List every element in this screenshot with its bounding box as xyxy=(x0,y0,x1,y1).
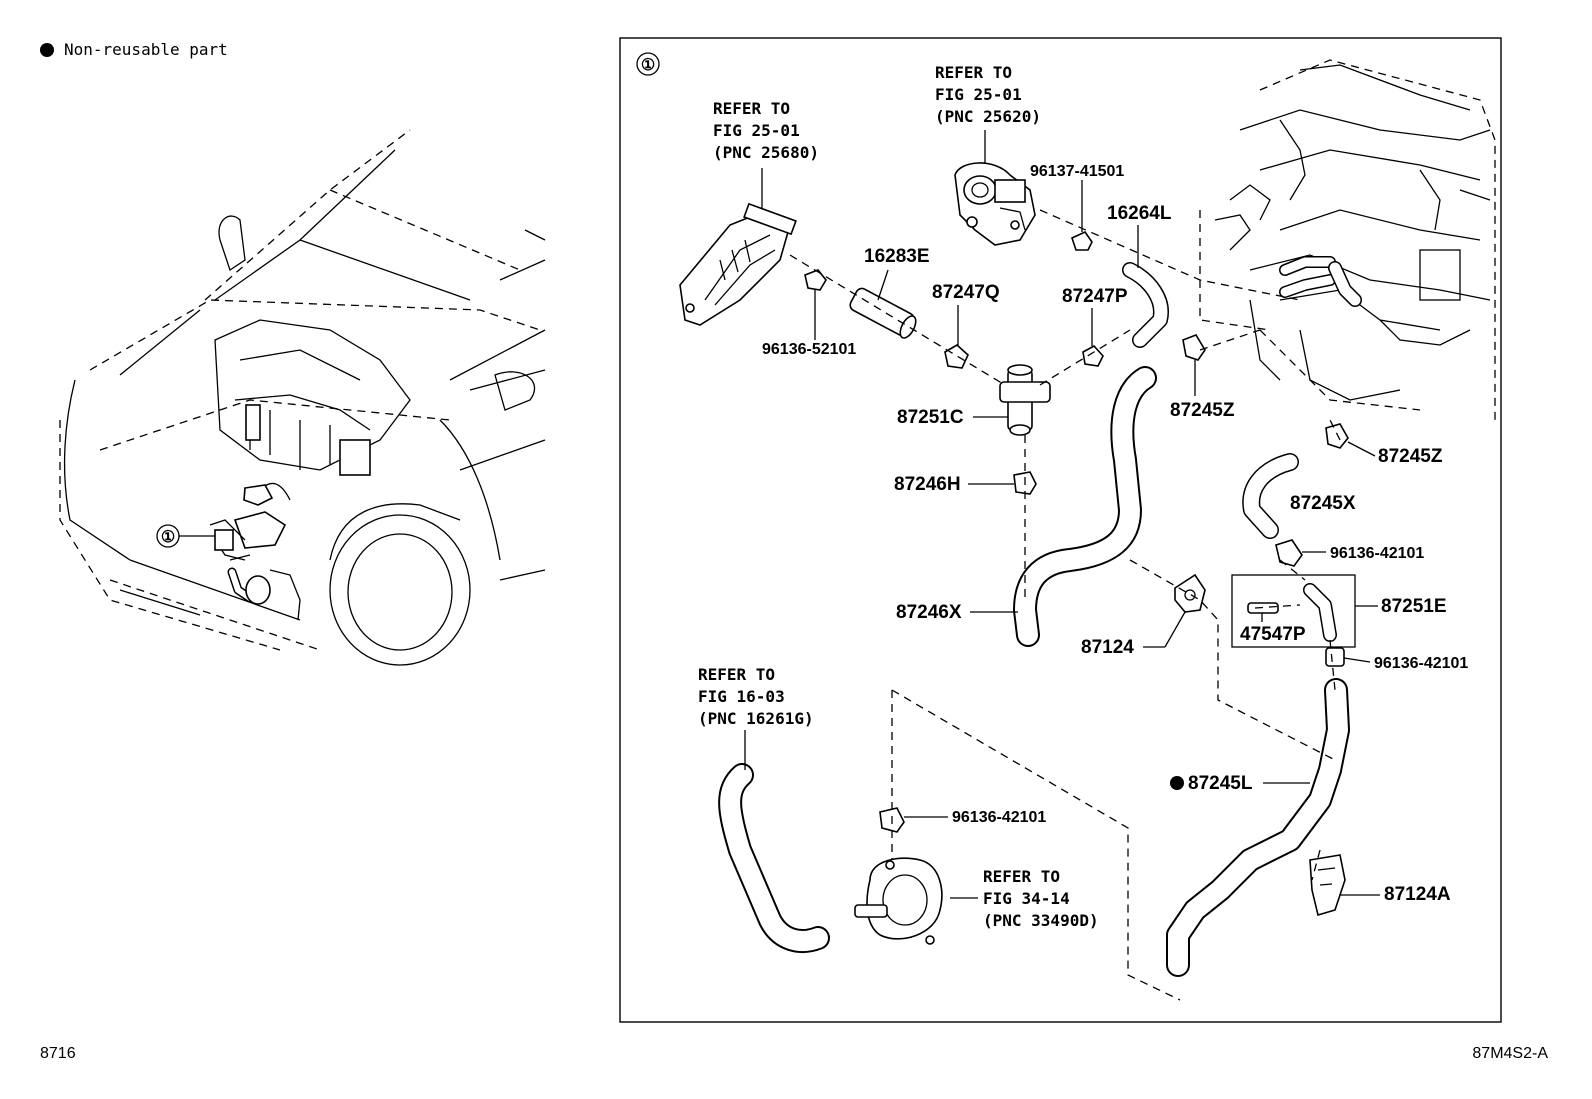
svg-text:REFER TO: REFER TO xyxy=(698,665,775,684)
label-87246h: 87246H xyxy=(894,474,961,495)
label-87245z-upper: 87245Z xyxy=(1170,400,1235,421)
reference-fig-34-14-pnc-33490d: REFER TO FIG 34-14 (PNC 33490D) xyxy=(983,867,1099,930)
panel-callout: ① xyxy=(636,52,660,76)
svg-text:(PNC 33490D): (PNC 33490D) xyxy=(983,911,1099,930)
label-47547p: 47547P xyxy=(1240,624,1306,645)
svg-text:(PNC 25680): (PNC 25680) xyxy=(713,143,819,162)
label-96136-42101-c: 96136-42101 xyxy=(952,809,1046,826)
svg-text:REFER TO: REFER TO xyxy=(713,99,790,118)
label-87246x: 87246X xyxy=(896,602,962,623)
clamp-96136-42101-a-illustration xyxy=(1275,539,1303,567)
hose-16264l-illustration xyxy=(1122,262,1169,348)
tee-joint-87251c-illustration xyxy=(999,364,1051,436)
label-96136-52101: 96136-52101 xyxy=(762,341,856,358)
svg-text:FIG 25-01: FIG 25-01 xyxy=(935,85,1022,104)
clamp-87247q-illustration xyxy=(944,305,969,369)
bracket-87124a-illustration xyxy=(1309,854,1346,917)
overview-callout: ① xyxy=(156,524,215,548)
egr-valve-bracket-illustration xyxy=(679,168,797,326)
label-87245z-lower: 87245Z xyxy=(1378,446,1443,467)
reference-fig-16-03-pnc-16261g: REFER TO FIG 16-03 (PNC 16261G) xyxy=(698,665,814,728)
clamp-96137-41501-illustration xyxy=(1071,180,1093,251)
label-87124: 87124 xyxy=(1081,637,1134,658)
label-16264l: 16264L xyxy=(1107,203,1172,224)
non-reusable-marker-icon xyxy=(1170,776,1184,790)
hose-87245x-illustration xyxy=(1242,453,1299,539)
pipe-87251e-illustration xyxy=(1247,583,1337,642)
hose-87246x-illustration xyxy=(1013,366,1157,647)
egr-valve-illustration xyxy=(954,130,1036,246)
label-16283e: 16283E xyxy=(864,246,930,267)
label-87247q: 87247Q xyxy=(932,282,1000,303)
clamp-96136-52101-illustration xyxy=(804,269,827,340)
assembly-guide-lines xyxy=(789,209,1341,1001)
legend-text: Non-reusable part xyxy=(64,40,228,59)
label-87245l: 87245L xyxy=(1188,773,1253,794)
figure-id: 87M4S2-A xyxy=(1472,1045,1548,1062)
label-96136-42101-a: 96136-42101 xyxy=(1330,545,1424,562)
svg-text:REFER TO: REFER TO xyxy=(983,867,1060,886)
svg-text:①: ① xyxy=(641,57,655,74)
svg-text:①: ① xyxy=(161,529,175,546)
reference-fig-25-01-pnc-25620: REFER TO FIG 25-01 (PNC 25620) xyxy=(935,63,1041,126)
label-87247p: 87247P xyxy=(1062,286,1128,307)
svg-text:(PNC 25620): (PNC 25620) xyxy=(935,107,1041,126)
svg-text:(PNC 16261G): (PNC 16261G) xyxy=(698,709,814,728)
clamp-87245z-upper-illustration xyxy=(1182,334,1206,361)
legend: Non-reusable part xyxy=(40,40,228,59)
filter-16283e-illustration xyxy=(849,269,917,339)
label-87245x: 87245X xyxy=(1290,493,1356,514)
svg-text:FIG 25-01: FIG 25-01 xyxy=(713,121,800,140)
svg-text:FIG 34-14: FIG 34-14 xyxy=(983,889,1070,908)
clamp-87245z-lower-illustration xyxy=(1325,423,1349,449)
sub-assembly-box-87251e xyxy=(1231,574,1356,648)
engine-assembly-illustration xyxy=(1199,59,1496,420)
label-87251c: 87251C xyxy=(897,407,964,428)
svg-text:FIG 16-03: FIG 16-03 xyxy=(698,687,785,706)
bracket-87124-illustration xyxy=(1174,573,1206,613)
clamp-96136-42101-b-illustration xyxy=(1325,647,1345,667)
page-code: 8716 xyxy=(40,1045,76,1062)
hose-87245l-illustration xyxy=(1166,678,1350,977)
label-96137-41501: 96137-41501 xyxy=(1030,163,1124,180)
part-labels: 96137-41501 16264L 16283E 87247Q 87247P … xyxy=(762,163,1468,905)
hose-16261g-illustration xyxy=(718,730,830,953)
svg-text:REFER TO: REFER TO xyxy=(935,63,1012,82)
label-87124a: 87124A xyxy=(1384,884,1451,905)
label-96136-42101-b: 96136-42101 xyxy=(1374,655,1468,672)
label-87251e: 87251E xyxy=(1381,596,1447,617)
clamp-87247p-illustration xyxy=(1082,308,1104,367)
detail-panel-frame xyxy=(619,37,1502,1023)
vehicle-overview-illustration xyxy=(59,129,546,666)
non-reusable-dot-icon xyxy=(40,42,54,57)
reference-fig-25-01-pnc-25680: REFER TO FIG 25-01 (PNC 25680) xyxy=(713,99,819,162)
vacuum-pump-illustration xyxy=(854,857,943,945)
